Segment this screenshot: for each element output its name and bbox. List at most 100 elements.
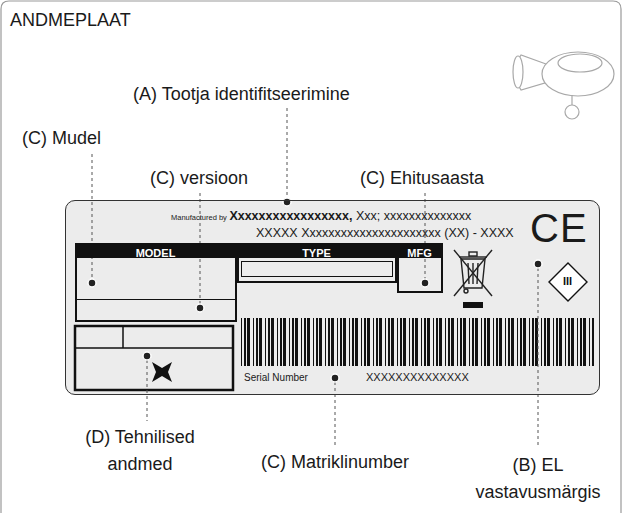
- serial-caption: Serial Number: [244, 372, 308, 384]
- callout-label: (C) Ehitusaasta: [360, 168, 500, 190]
- diamond-shape: [549, 263, 587, 301]
- barcode-bar: [439, 318, 442, 366]
- barcode-bar: [331, 318, 334, 366]
- barcode-bar: [577, 318, 578, 366]
- barcode-bar: [295, 318, 298, 366]
- barcode-bar: [493, 318, 494, 366]
- model-field: MODEL: [75, 243, 237, 322]
- barcode-bar: [511, 318, 514, 366]
- barcode-bar: [460, 318, 462, 366]
- barcode-bar: [340, 318, 342, 366]
- barcode: [241, 318, 594, 366]
- barcode-bar: [376, 318, 378, 366]
- type-field: TYPE: [237, 243, 397, 283]
- barcode-bar: [403, 318, 406, 366]
- barcode-bar: [565, 318, 566, 366]
- field-rule: [77, 299, 235, 300]
- barcode-bar: [316, 318, 318, 366]
- nameplate: Manufactured byXxxxxxxxxxxxxxxxx, Xxx; xx…: [65, 200, 600, 395]
- bin-wheel: [464, 289, 468, 293]
- barcode-bar: [241, 318, 242, 366]
- callout-label: (D) Tehnilised andmed: [75, 424, 205, 478]
- leader-dots: [88, 198, 542, 382]
- barcode-bar: [457, 318, 458, 366]
- leader-dot: [421, 279, 429, 287]
- barcode-bar: [313, 318, 314, 366]
- weee-bin-symbol: [454, 250, 492, 296]
- field-header-text: MODEL: [136, 247, 176, 259]
- callout-label: (C) Matriklinumber: [235, 452, 435, 474]
- serial-value: XXXXXXXXXXXXXX: [366, 371, 469, 384]
- mfg-field: MFG: [397, 243, 443, 293]
- class-numeral: III: [548, 262, 588, 302]
- barcode-bar: [472, 318, 474, 366]
- maker-name: Xxxxxxxxxxxxxxxxx,: [229, 209, 352, 224]
- callout-label: (C) versioon: [150, 168, 270, 190]
- barcode-bar: [343, 318, 346, 366]
- bin-bar: [463, 302, 483, 308]
- field-header: MFG: [397, 243, 443, 258]
- tech-box-outline: [75, 326, 233, 390]
- barcode-bar: [364, 318, 366, 366]
- barcode-bar: [325, 318, 326, 366]
- device-propeller: [513, 56, 523, 88]
- device-top: [558, 54, 602, 72]
- barcode-bar: [280, 318, 282, 366]
- field-header: MODEL: [75, 243, 237, 258]
- field-inner-box: [241, 261, 393, 277]
- barcode-bar: [391, 318, 394, 366]
- barcode-bar: [415, 318, 418, 366]
- panel-title: ANDMEPLAAT: [10, 10, 131, 32]
- device-illustration: [513, 52, 614, 119]
- barcode-bar: [259, 318, 262, 366]
- barcode-bar: [547, 318, 550, 366]
- barcode-bar: [328, 318, 330, 366]
- callout-label: (C) Mudel: [22, 128, 142, 150]
- barcode-bar: [475, 318, 478, 366]
- plate-ground: [65, 200, 600, 395]
- barcode-bar: [268, 318, 270, 366]
- barcode-bar: [529, 318, 530, 366]
- barcode-bar: [349, 318, 350, 366]
- barcode-bar: [409, 318, 410, 366]
- barcode-bar: [463, 318, 466, 366]
- technical-data-box: [75, 326, 233, 390]
- barcode-bar: [448, 318, 450, 366]
- barcode-bar: [277, 318, 278, 366]
- barcode-bar: [253, 318, 254, 366]
- maker-location: XXXXX Xxxxxxxxxxxxxxxxxxxxxx (XX) - XXXX: [256, 226, 514, 241]
- barcode-bar: [451, 318, 454, 366]
- barcode-bar: [469, 318, 470, 366]
- barcode-bar: [244, 318, 246, 366]
- barcode-bar: [367, 318, 370, 366]
- barcode-bar: [433, 318, 434, 366]
- barcode-bar: [523, 318, 526, 366]
- bin-handle: [469, 252, 477, 256]
- leader-line: [147, 360, 148, 421]
- leader-lines: [92, 108, 538, 447]
- barcode-bar: [292, 318, 294, 366]
- bin-lid: [459, 256, 487, 257]
- barcode-bar: [571, 318, 574, 366]
- barcode-bar: [352, 318, 354, 366]
- barcode-bar: [271, 318, 274, 366]
- callout-label: (B) EL vastavusmärgis: [471, 452, 605, 506]
- leader-dot: [331, 374, 339, 382]
- leader-line: [538, 268, 539, 447]
- barcode-bar: [556, 318, 558, 366]
- maker-address: Xxx; xxxxxxxxxxxxxx: [356, 209, 471, 224]
- barcode-bar: [553, 318, 554, 366]
- barcode-bar: [337, 318, 338, 366]
- tech-box-rule: [75, 347, 233, 349]
- barcode-bar: [361, 318, 362, 366]
- barcode-bar: [379, 318, 382, 366]
- leader-line: [335, 382, 336, 447]
- barcode-bar: [385, 318, 386, 366]
- leader-dot: [88, 279, 96, 287]
- leader-dot: [196, 304, 204, 312]
- tech-data-symbol: [152, 362, 172, 382]
- barcode-bar: [508, 318, 510, 366]
- barcode-bar: [592, 318, 594, 366]
- device-stem: [571, 95, 572, 105]
- maker-prefix: Manufactured by: [171, 213, 227, 222]
